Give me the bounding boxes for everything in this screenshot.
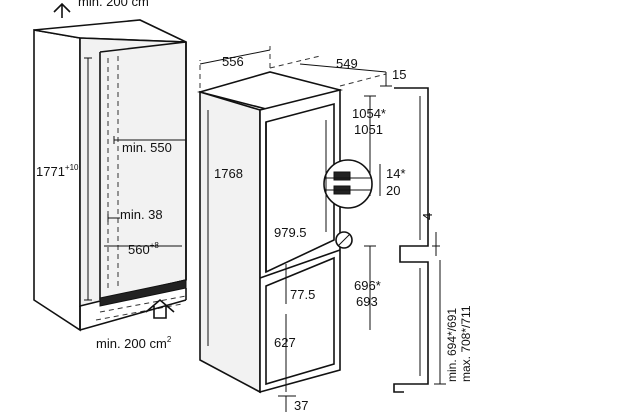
hinge-detail-circle: [323, 159, 373, 209]
dim-4-line: [432, 232, 440, 256]
cabinet-side-panel: [33, 29, 81, 332]
dim-549-label: 549: [336, 56, 358, 71]
cabinet-guide-lines: [107, 56, 119, 292]
min-550-label: min. 550: [122, 140, 172, 155]
door-profile: 4 min. 694*/691 max. 708*/711: [393, 87, 473, 393]
dim-627-label: 627: [274, 335, 296, 350]
appliance: 556 549 15 1768 1054* 1051 14* 20 979.5: [196, 46, 406, 413]
dim-560-label: 560+8: [128, 241, 159, 257]
dim-696-line: [364, 245, 376, 330]
cabinet-back-wall: [79, 37, 187, 308]
dim-4-label: 4: [420, 213, 435, 220]
dim-694-label: min. 694*/691: [445, 308, 459, 382]
dim-1768-label: 1768: [214, 166, 243, 181]
dim-37-line: [278, 395, 296, 412]
dim-556-line: [199, 49, 271, 65]
dim-1771-line: [84, 57, 92, 301]
dim-37-label: 37: [294, 398, 308, 413]
dim-20-label: 20: [386, 183, 400, 198]
min-38-label: min. 38: [120, 207, 163, 222]
dim-550-line: [113, 136, 186, 144]
dim-15-line: [380, 72, 392, 87]
dim-15-label: 15: [392, 67, 406, 82]
dim-979-label: 979.5: [274, 225, 307, 240]
dim-696-label: 696*: [354, 278, 381, 293]
top-vent-label: min. 200 cm: [78, 0, 149, 9]
dim-708-label: max. 708*/711: [459, 305, 473, 382]
dim-694-line: [434, 260, 446, 385]
dim-775-label: 77.5: [290, 287, 315, 302]
freezer-door: [265, 256, 335, 386]
vent-arrow-bottom-icon: [145, 298, 175, 319]
dim-1771-label: 1771+10: [36, 163, 79, 179]
dim-1054-label: 1054*: [352, 106, 386, 121]
appliance-side: [199, 90, 261, 394]
dim-556-label: 556: [222, 54, 244, 69]
hinge-top-icon: [333, 171, 351, 181]
dim-549-line: [299, 63, 387, 73]
door-profile-outline: [393, 87, 429, 393]
vent-arrow-up-icon: [53, 2, 71, 18]
dim-38-line: [107, 214, 120, 222]
bottom-vent-label: min. 200 cm2: [96, 335, 172, 351]
dim-1051-label: 1051: [354, 122, 383, 137]
cabinet-niche: min. 200 cm 1771+10 min. 550 min. 38 560…: [33, 0, 187, 351]
dim-14-label: 14*: [386, 166, 406, 181]
dim-693-label: 693: [356, 294, 378, 309]
door-split-line: [259, 249, 341, 279]
